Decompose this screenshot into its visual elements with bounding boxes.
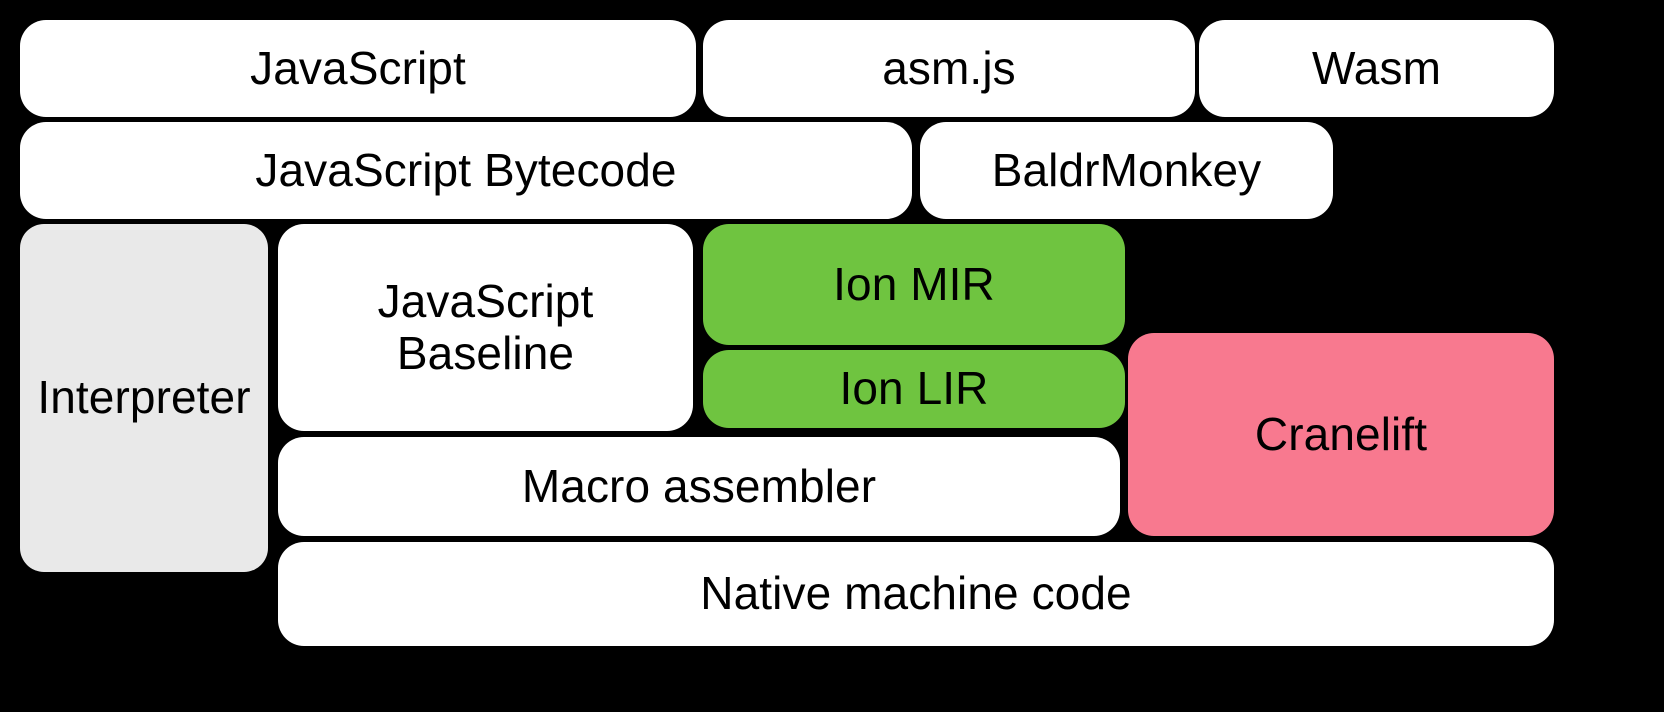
node-interpreter: Interpreter [20,224,268,572]
node-native-machine-code: Native machine code [278,542,1554,646]
node-macro-assembler: Macro assembler [278,437,1120,536]
node-javascript: JavaScript [20,20,696,117]
node-baldrmonkey: BaldrMonkey [920,122,1333,219]
node-javascript-bytecode: JavaScript Bytecode [20,122,912,219]
node-wasm: Wasm [1199,20,1554,117]
node-asm-js: asm.js [703,20,1195,117]
node-cranelift: Cranelift [1128,333,1554,536]
node-ion-lir: Ion LIR [703,350,1125,428]
node-ion-mir: Ion MIR [703,224,1125,345]
node-javascript-baseline: JavaScript Baseline [278,224,693,431]
